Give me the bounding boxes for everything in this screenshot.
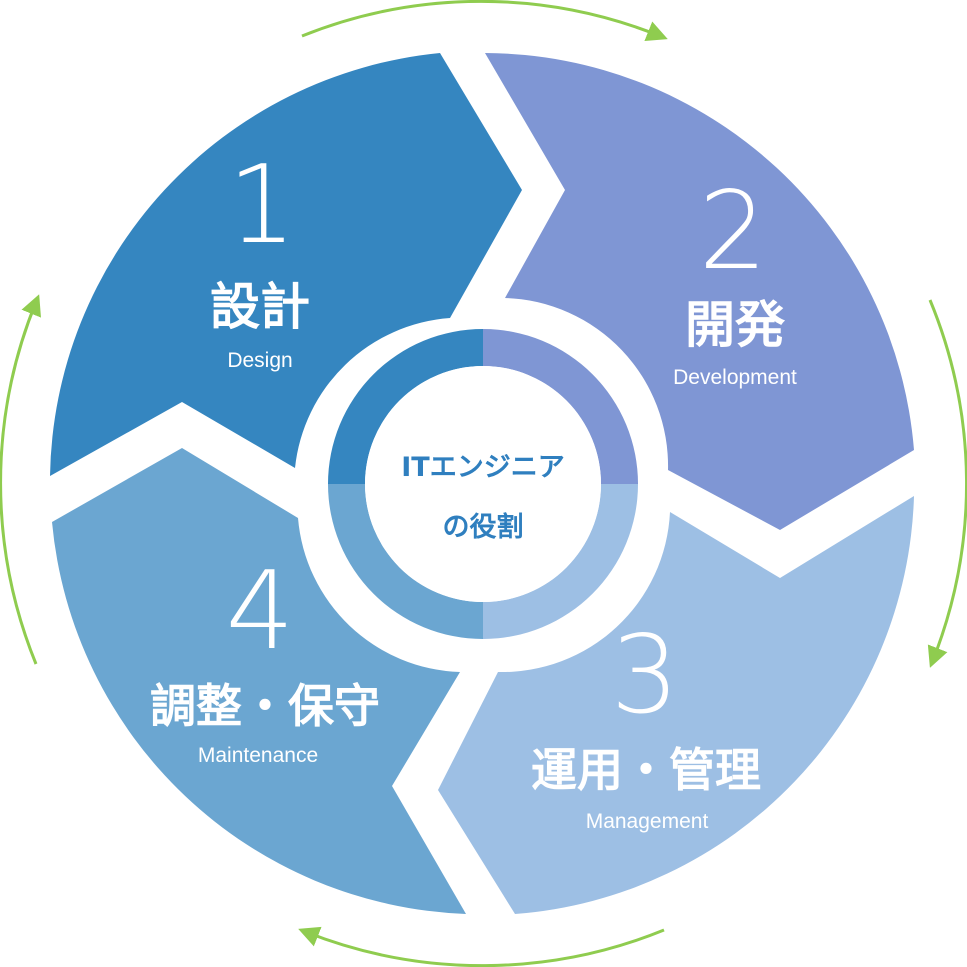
inner-ring-management bbox=[483, 484, 638, 639]
cycle-arrow-right-icon bbox=[927, 299, 967, 668]
step-title-4: 調整・保守 bbox=[150, 679, 380, 733]
step-subtitle-4: Maintenance bbox=[198, 744, 318, 767]
cycle-arrow-left-icon bbox=[0, 294, 41, 665]
inner-ring-maintenance bbox=[328, 484, 483, 639]
step-subtitle-1: Design bbox=[227, 349, 292, 372]
cycle-arrow-bottom-icon bbox=[298, 926, 665, 967]
inner-ring-development bbox=[483, 329, 638, 484]
step-number-2: 2 bbox=[699, 169, 768, 294]
segment-maintenance bbox=[52, 448, 466, 914]
step-number-4: 4 bbox=[226, 549, 295, 674]
segment-design bbox=[50, 53, 522, 476]
step-subtitle-2: Development bbox=[673, 366, 797, 389]
center-title-line2: の役割 bbox=[443, 511, 524, 543]
segment-management bbox=[438, 496, 914, 914]
step-number-3: 3 bbox=[611, 613, 680, 738]
cycle-arrow-top-icon bbox=[301, 0, 668, 42]
step-title-3: 運用・管理 bbox=[531, 743, 761, 797]
step-title-2: 開発 bbox=[685, 296, 786, 354]
center-circle bbox=[365, 366, 601, 602]
segment-development bbox=[485, 53, 914, 530]
step-subtitle-3: Management bbox=[586, 810, 709, 833]
step-number-1: 1 bbox=[228, 143, 297, 268]
step-title-1: 設計 bbox=[210, 278, 310, 336]
inner-ring-design bbox=[328, 329, 483, 484]
center-title-line1: ITエンジニア bbox=[401, 452, 564, 483]
